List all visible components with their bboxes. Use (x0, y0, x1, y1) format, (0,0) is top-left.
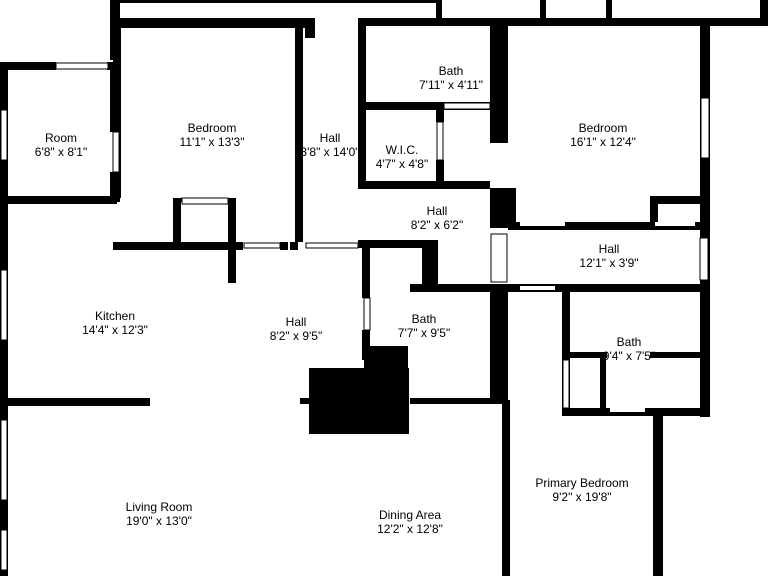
room-name: Hall (426, 204, 448, 218)
room-name: Bath (438, 64, 464, 78)
room-name: Primary Bedroom (535, 476, 629, 490)
room-dims: 6'8" x 8'1" (34, 145, 88, 159)
room-label-primary-bedroom: Primary Bedroom 9'2" x 19'8" (535, 476, 628, 504)
room-dims: 11'1" x 13'3" (179, 135, 245, 149)
room-name: W.I.C. (385, 143, 419, 157)
room-label-hall-vertical: Hall 3'8" x 14'0" (300, 131, 359, 159)
room-dims: 12'1" x 3'9" (579, 256, 639, 270)
room-label-hall-mid: Hall 8'2" x 6'2" (411, 204, 463, 232)
room-name: Bedroom (578, 121, 628, 135)
windows (0, 62, 710, 571)
room-label-bath-right: Bath 9'4" x 7'5" (603, 335, 655, 363)
room-dims: 8'2" x 6'2" (410, 218, 464, 232)
room-label-hall-right: Hall 12'1" x 3'9" (579, 242, 638, 270)
room-name: Room (44, 131, 77, 145)
room-label-living-room: Living Room 19'0" x 13'0" (126, 500, 193, 528)
room-label-hall-center: Hall 8'2" x 9'5" (270, 315, 322, 343)
room-dims: 16'1" x 12'4" (570, 135, 636, 149)
room-label-wic: W.I.C. 4'7" x 4'8" (376, 143, 428, 171)
room-name: Hall (319, 131, 341, 145)
room-label-bedroom-left: Bedroom 11'1" x 13'3" (180, 121, 245, 149)
room-dims: 7'11" x 4'11" (418, 78, 484, 92)
room-name: Bedroom (187, 121, 237, 135)
room-dims: 12'2" x 12'8" (377, 522, 443, 536)
room-name: Bath (411, 312, 437, 326)
room-name: Bath (616, 335, 642, 349)
room-label-room: Room 6'8" x 8'1" (35, 131, 87, 159)
room-dims: 9'4" x 7'5" (602, 349, 656, 363)
room-label-bath-top: Bath 7'11" x 4'11" (419, 64, 483, 92)
room-dims: 8'2" x 9'5" (269, 329, 323, 343)
room-dims: 19'0" x 13'0" (126, 514, 192, 528)
room-dims: 4'7" x 4'8" (375, 157, 429, 171)
room-dims: 7'7" x 9'5" (397, 326, 451, 340)
room-label-bedroom-right: Bedroom 16'1" x 12'4" (570, 121, 636, 149)
room-dims: 3'8" x 14'0" (300, 145, 360, 159)
room-label-kitchen: Kitchen 14'4" x 12'3" (82, 309, 148, 337)
room-label-dining-area: Dining Area 12'2" x 12'8" (377, 508, 443, 536)
room-dims: 14'4" x 12'3" (82, 323, 148, 337)
room-name: Dining Area (378, 508, 442, 522)
room-name: Kitchen (94, 309, 136, 323)
room-name: Hall (285, 315, 307, 329)
room-dims: 9'2" x 19'8" (552, 490, 612, 504)
room-label-bath-center: Bath 7'7" x 9'5" (398, 312, 450, 340)
room-name: Hall (598, 242, 620, 256)
room-name: Living Room (125, 500, 193, 514)
